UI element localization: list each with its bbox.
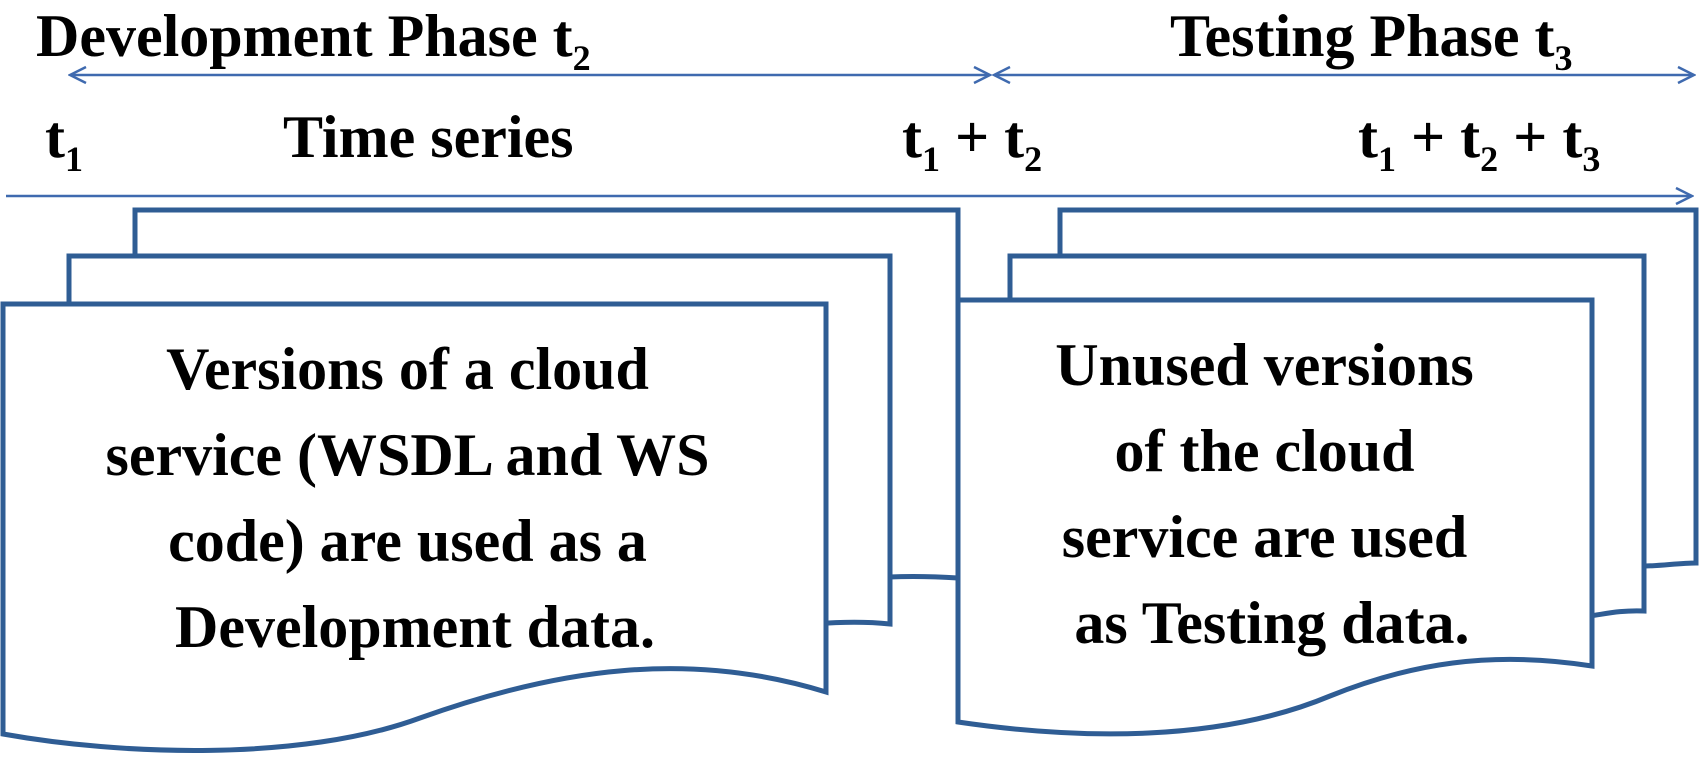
development-doc-front	[0, 301, 829, 753]
development-doc-line-1: Versions of a cloud	[166, 336, 649, 402]
testing-doc-line-4: as Testing data.	[1074, 590, 1469, 656]
testing-doc-front	[955, 297, 1595, 737]
development-doc-line-2: service (WSDL and WS	[106, 422, 710, 488]
time-t1-plus-t2-plus-t3-label: t1 + t2 + t3	[1358, 104, 1600, 179]
testing-doc-line-2: of the cloud	[1115, 418, 1415, 484]
time-t1-plus-t2-label: t1 + t2	[902, 104, 1042, 179]
development-doc-text: Versions of a cloud service (WSDL and WS…	[106, 336, 725, 660]
testing-doc-line-1: Unused versions	[1055, 332, 1473, 398]
testing-document-stack	[955, 207, 1699, 737]
testing-doc-line-3: service are used	[1062, 504, 1467, 570]
testing-phase-label: Testing Phase t3	[1170, 3, 1573, 78]
time-t1-label: t1	[45, 104, 83, 179]
development-doc-line-4: Development data.	[175, 594, 655, 660]
testing-doc-text: Unused versions of the cloud service are…	[1055, 332, 1488, 656]
development-doc-line-3: code) are used as a	[168, 508, 647, 574]
time-series-label: Time series	[283, 104, 573, 170]
development-document-stack	[0, 207, 961, 753]
development-phase-label: Development Phase t2	[36, 3, 591, 78]
